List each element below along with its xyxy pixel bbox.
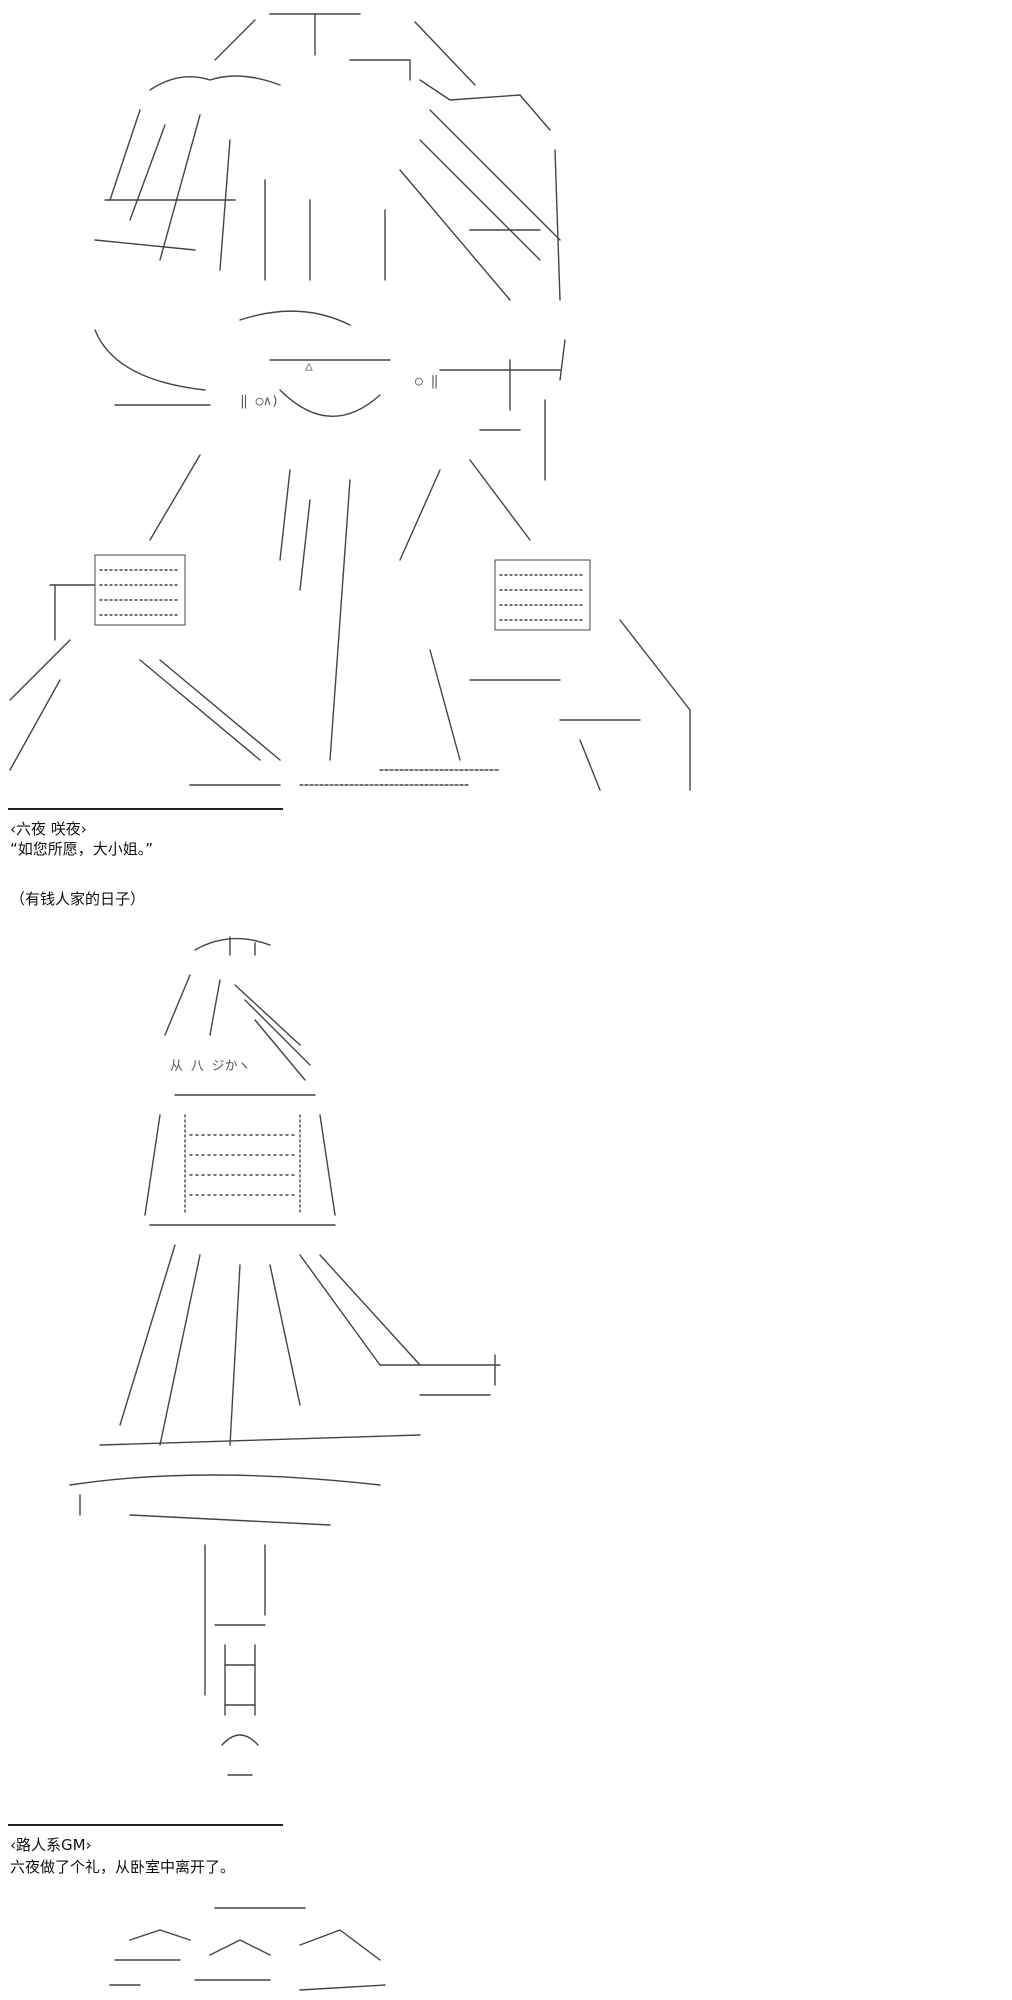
speaker-tag: ‹六夜 咲夜› (10, 820, 87, 838)
narration-line: （有钱人家的日子） (10, 890, 146, 908)
svg-text:从 八 ジかヽ: 从 八 ジかヽ (170, 1059, 251, 1074)
speaker-tag: ‹路人系GM› (10, 1836, 92, 1854)
svg-text:△: △ (305, 359, 313, 374)
next-scene-drawing (109, 1907, 386, 1991)
separator-line (8, 1824, 283, 1826)
svg-text:‖ ○∧): ‖ ○∧) (240, 394, 279, 409)
ascii-art-maid-portrait: △ ‖ ○∧) ○ ‖ (0, 0, 700, 805)
maid-portrait-drawing: △ ‖ ○∧) ○ ‖ (9, 13, 691, 791)
separator-line (8, 808, 283, 810)
svg-text:○ ‖: ○ ‖ (415, 374, 438, 389)
ascii-art-maid-full-figure: 从 八 ジかヽ (0, 925, 560, 1795)
dialogue-line: “如您所愿，大小姐。” (10, 840, 154, 858)
ascii-art-next-scene (0, 1900, 420, 2000)
maid-figure-drawing: 从 八 ジかヽ (69, 936, 501, 1776)
narration-line: 六夜做了个礼，从卧室中离开了。 (10, 1858, 236, 1876)
